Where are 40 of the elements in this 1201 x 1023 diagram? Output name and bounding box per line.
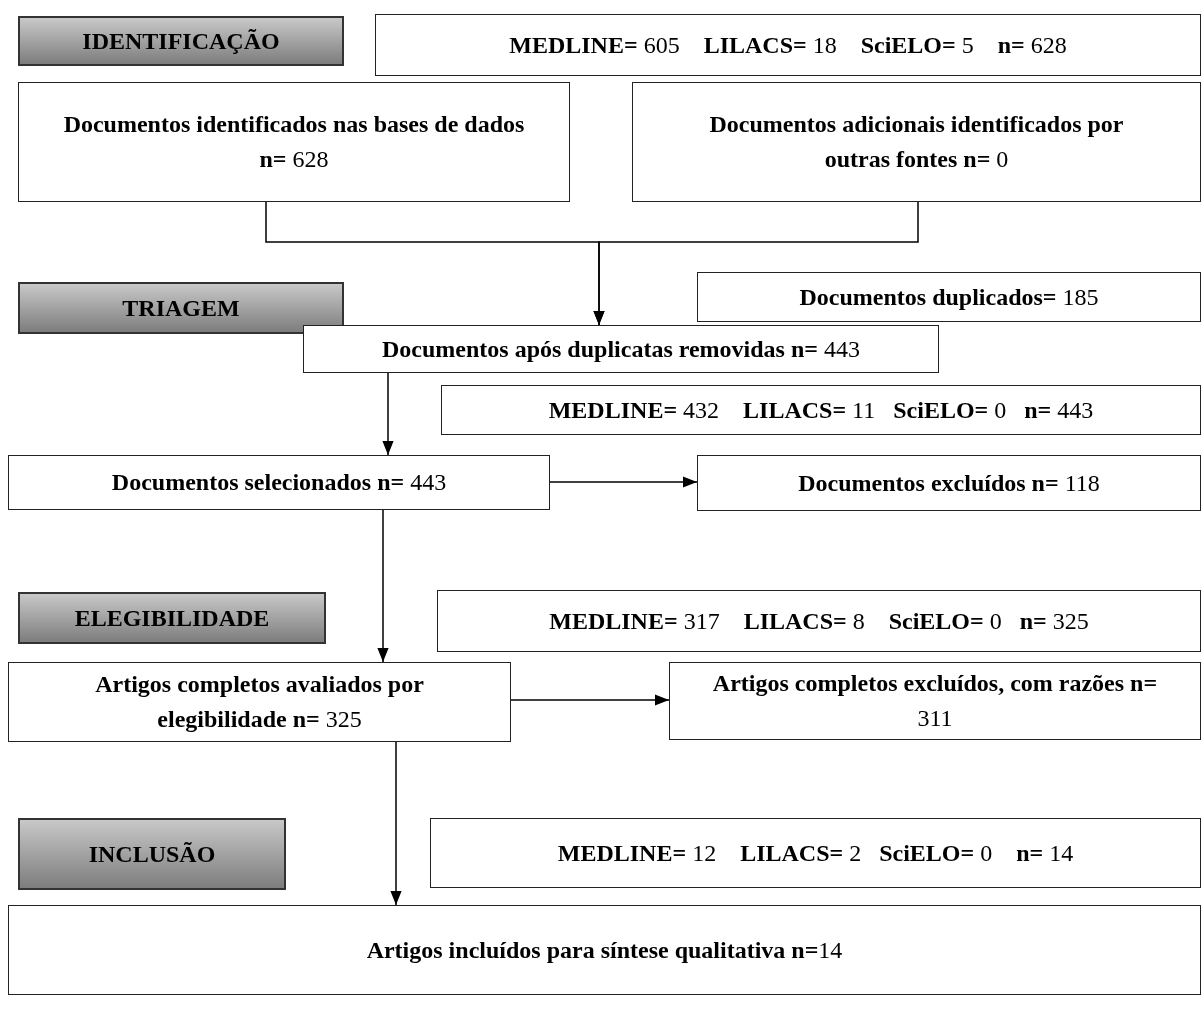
- box-text: Artigos incluídos para síntese qualitativa n=14: [366, 935, 843, 965]
- arrow: [377, 509, 389, 663]
- arrow: [593, 201, 919, 326]
- process-box: [632, 82, 1201, 202]
- box-text: Documentos identificados nas bases de dados n= 628: [62, 110, 526, 174]
- process-box: [441, 385, 1201, 435]
- arrow: [549, 476, 698, 488]
- box-text: MEDLINE= 317 LILACS= 8 SciELO= 0 n= 325: [549, 606, 1089, 636]
- box-text: Artigos completos avaliados por elegibilidade n= 325: [94, 670, 425, 734]
- box-text: Documentos selecionados n= 443: [111, 468, 447, 498]
- arrow: [382, 372, 394, 456]
- process-box: [18, 82, 570, 202]
- phase-label: IDENTIFICAÇÃO: [82, 26, 280, 56]
- box-text: Documentos excluídos n= 118: [798, 468, 1100, 498]
- process-box: [8, 905, 1201, 995]
- phase-box: [18, 592, 326, 644]
- phase-label: ELEGIBILIDADE: [74, 603, 270, 633]
- box-text: MEDLINE= 12 LILACS= 2 SciELO= 0 n= 14: [557, 838, 1074, 868]
- box-text: Documentos adicionais identificados por outras fontes n= 0: [708, 110, 1125, 174]
- process-box: [375, 14, 1201, 76]
- phase-box: [18, 282, 344, 334]
- process-box: [697, 272, 1201, 322]
- box-text: Documentos após duplicatas removidas n= 443: [382, 334, 860, 364]
- phase-label: TRIAGEM: [122, 293, 240, 323]
- box-text: MEDLINE= 432 LILACS= 11 SciELO= 0 n= 443: [548, 395, 1094, 425]
- phase-label: INCLUSÃO: [88, 839, 216, 869]
- box-text: Artigos completos excluídos, com razões n= 311: [711, 669, 1159, 733]
- process-box: [437, 590, 1201, 652]
- process-box: [669, 662, 1201, 740]
- phase-box: [18, 818, 286, 890]
- box-text: MEDLINE= 605 LILACS= 18 SciELO= 5 n= 628: [509, 30, 1067, 60]
- box-text: Documentos duplicados= 185: [799, 282, 1099, 312]
- process-box: [303, 325, 939, 373]
- arrow: [390, 741, 402, 906]
- process-box: [8, 662, 511, 742]
- phase-box: [18, 16, 344, 66]
- process-box: [8, 455, 550, 510]
- process-box: [697, 455, 1201, 511]
- process-box: [430, 818, 1201, 888]
- arrow: [510, 694, 670, 706]
